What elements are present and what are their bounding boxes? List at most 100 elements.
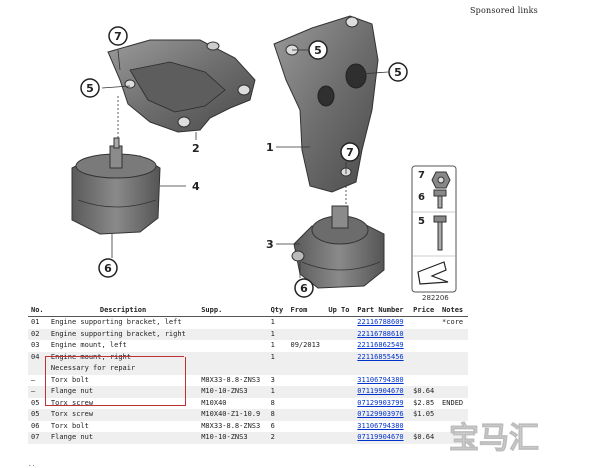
cell-part-number-link[interactable]: 07119904670 bbox=[354, 386, 411, 398]
callout-7-right: 7 bbox=[340, 142, 360, 162]
cell-price bbox=[410, 317, 439, 329]
cell-price bbox=[410, 351, 440, 363]
cell-part-number-link[interactable]: 31106794380 bbox=[357, 375, 404, 384]
svg-text:6: 6 bbox=[300, 282, 308, 295]
cell-from bbox=[287, 328, 326, 340]
table-row: 04 Engine mount, right 1 22116855456 bbox=[28, 351, 468, 363]
cell-part-number-link[interactable]: 22116862549 bbox=[357, 341, 404, 350]
svg-text:7: 7 bbox=[346, 146, 354, 159]
engine-mount-left-part[interactable] bbox=[291, 205, 385, 289]
cell-qty: 8 bbox=[270, 398, 275, 407]
cell-no bbox=[28, 363, 48, 375]
cell-price: $2.85 bbox=[413, 398, 435, 407]
label-part-3: 3 bbox=[266, 238, 274, 251]
callout-7-top-left: 7 bbox=[108, 26, 128, 46]
label-part-1: 1 bbox=[266, 141, 274, 154]
cell-description: Torx screw bbox=[47, 409, 199, 421]
cell-price: $0.64 bbox=[410, 386, 440, 398]
svg-text:5: 5 bbox=[394, 66, 402, 79]
cell-description: Torx bolt bbox=[50, 375, 89, 384]
cell-qty: 1 bbox=[267, 351, 288, 363]
cell-description: Engine supporting bracket, left bbox=[50, 318, 182, 327]
bracket-left-part[interactable] bbox=[273, 15, 379, 193]
cell-description: Engine supporting bracket, right bbox=[47, 328, 199, 340]
cell-up-to bbox=[325, 432, 355, 444]
fastener-legend: 7 6 5 bbox=[411, 165, 457, 293]
cell-from bbox=[287, 351, 326, 363]
sponsored-links[interactable]: Sponsored links bbox=[470, 6, 538, 15]
cell-part-number bbox=[354, 363, 411, 375]
cell-no: 05 bbox=[31, 398, 40, 407]
cell-part-number-link[interactable]: 22116788609 bbox=[357, 318, 404, 327]
cell-from bbox=[288, 421, 326, 433]
cell-description: Torx bolt bbox=[50, 421, 89, 430]
cell-part-number-link[interactable]: 07129903799 bbox=[357, 398, 404, 407]
cell-up-to bbox=[325, 375, 354, 387]
cell-part-number-link[interactable]: 07129903976 bbox=[354, 409, 411, 421]
cell-price bbox=[410, 328, 440, 340]
cell-supp bbox=[198, 340, 267, 352]
torx-bolt-icon bbox=[433, 189, 447, 209]
cell-qty: 6 bbox=[270, 421, 275, 430]
svg-text:6: 6 bbox=[104, 262, 112, 275]
svg-text:7: 7 bbox=[114, 30, 122, 43]
cell-notes bbox=[439, 432, 468, 444]
cell-price bbox=[410, 421, 439, 433]
cell-price: $1.05 bbox=[410, 409, 440, 421]
col-header-no: No. bbox=[28, 305, 48, 317]
table-row: 07 Flange nut M10-10-ZNS3 2 07119904670 … bbox=[28, 432, 468, 444]
cell-supp bbox=[198, 328, 268, 340]
col-header-supp: Supp. bbox=[198, 305, 268, 317]
table-row: 06 Torx bolt M8X33-8.8-ZNS3 6 3110679438… bbox=[28, 421, 468, 433]
cell-from bbox=[287, 363, 326, 375]
cell-from bbox=[287, 386, 326, 398]
cell-notes: ENDED bbox=[442, 398, 464, 407]
cell-up-to bbox=[325, 398, 354, 410]
col-header-up-to: Up To bbox=[325, 305, 355, 317]
cell-up-to bbox=[325, 317, 354, 329]
cell-notes bbox=[439, 351, 468, 363]
flange-nut-icon bbox=[431, 171, 451, 189]
cell-supp bbox=[198, 317, 267, 329]
col-header-notes: Notes bbox=[439, 305, 468, 317]
cell-part-number-link[interactable]: 07119904670 bbox=[354, 432, 411, 444]
cell-up-to bbox=[325, 421, 354, 433]
cell-part-number-link[interactable]: 31106794380 bbox=[357, 421, 404, 430]
torx-screw-icon bbox=[433, 215, 447, 251]
engine-mount-right-part[interactable] bbox=[71, 137, 161, 235]
cell-up-to bbox=[325, 328, 355, 340]
col-header-from: From bbox=[287, 305, 326, 317]
cell-price: $0.64 bbox=[410, 432, 440, 444]
cell-qty: 1 bbox=[270, 318, 275, 327]
legend-label-5: 5 bbox=[418, 216, 425, 227]
cell-notes bbox=[439, 386, 468, 398]
cell-price bbox=[410, 363, 440, 375]
cell-part-number-link[interactable]: 22116788610 bbox=[354, 328, 411, 340]
cell-up-to bbox=[325, 340, 354, 352]
callout-6-left: 6 bbox=[98, 258, 118, 278]
svg-text:宝马汇: 宝马汇 bbox=[449, 421, 539, 456]
bracket-right-part[interactable] bbox=[107, 39, 256, 133]
cell-description: Torx screw bbox=[50, 398, 94, 407]
cell-part-number-link[interactable]: 22116855456 bbox=[354, 351, 411, 363]
cell-supp: M10X40 bbox=[201, 398, 227, 407]
label-part-2: 2 bbox=[192, 142, 200, 155]
cell-from bbox=[287, 432, 326, 444]
col-header-qty: Qty bbox=[267, 305, 288, 317]
cell-supp: M10-10-ZNS3 bbox=[198, 432, 268, 444]
cell-qty: 3 bbox=[270, 375, 275, 384]
cell-notes bbox=[439, 328, 468, 340]
label-part-4: 4 bbox=[192, 180, 200, 193]
cell-qty: 2 bbox=[267, 432, 288, 444]
cell-up-to bbox=[325, 351, 355, 363]
cell-no: 06 bbox=[31, 421, 40, 430]
parts-table: No. Description Supp. Qty From Up To Par… bbox=[28, 305, 468, 444]
cell-supp: M10X40-Z1-10.9 bbox=[198, 409, 268, 421]
footer-marker: .. bbox=[28, 461, 36, 468]
cell-price bbox=[410, 375, 439, 387]
callout-6-right: 6 bbox=[294, 278, 314, 298]
table-row: 05 Torx screw M10X40 8 07129903799 $2.85… bbox=[28, 398, 468, 410]
callout-5-right: 5 bbox=[388, 62, 408, 82]
cell-notes bbox=[439, 375, 468, 387]
parts-diagram: 2 4 1 3 7 5 6 5 5 7 6 7 6 bbox=[71, 15, 457, 302]
